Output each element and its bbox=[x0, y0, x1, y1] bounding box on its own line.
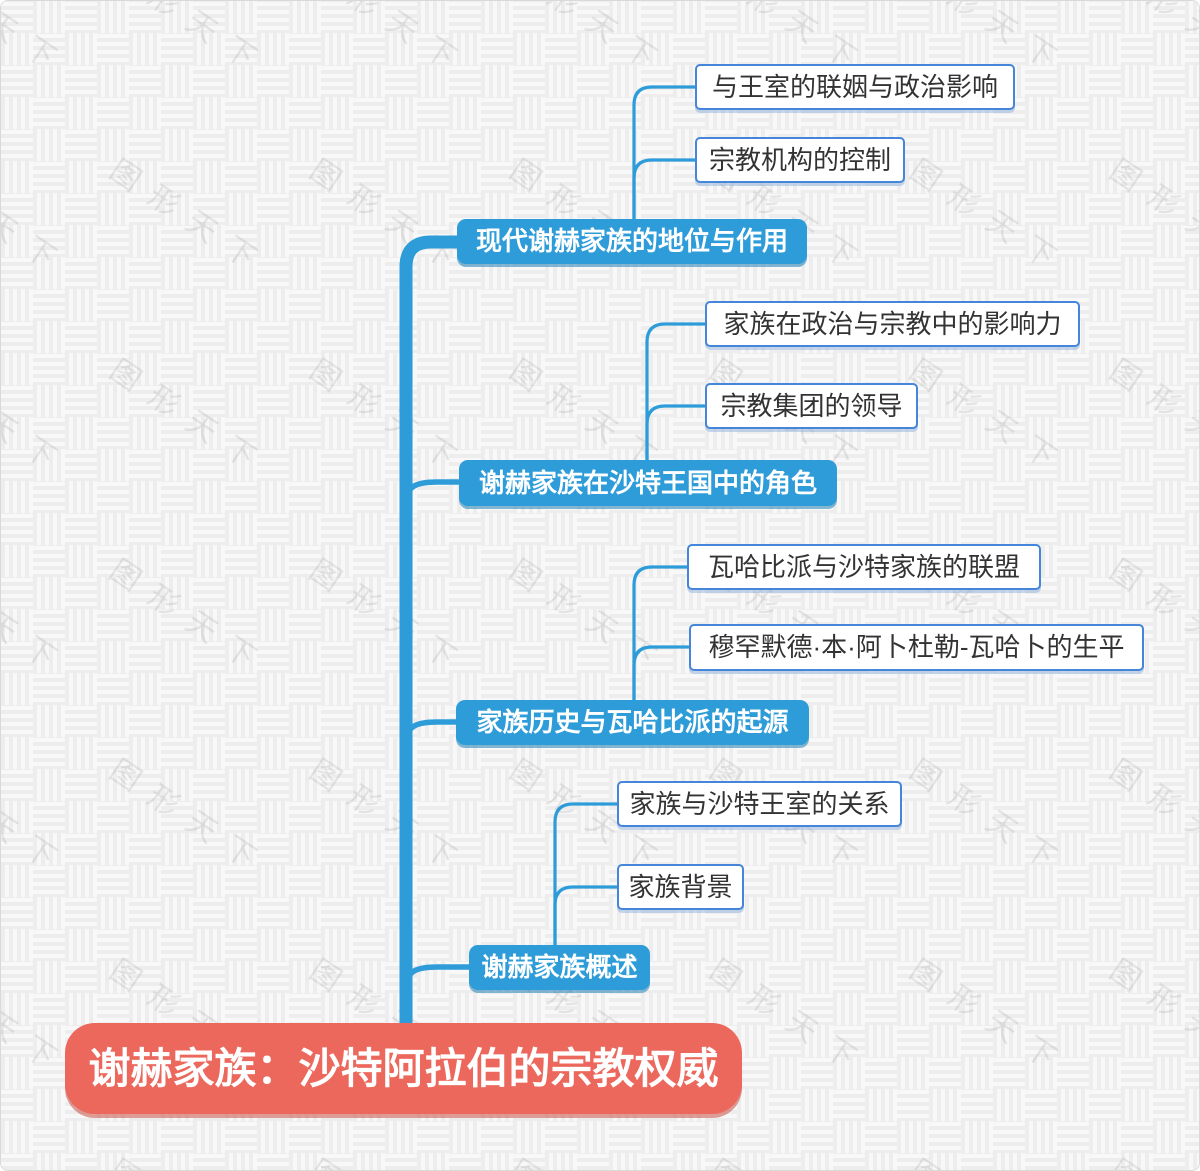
branch-node-history-origins[interactable]: 家族历史与瓦哈比派的起源 bbox=[456, 700, 809, 745]
leaf-node-royal-marriage[interactable]: 与王室的联姻与政治影响 bbox=[695, 64, 1015, 110]
branch-node-modern-status[interactable]: 现代谢赫家族的地位与作用 bbox=[457, 219, 807, 264]
child-connector bbox=[645, 404, 709, 462]
leaf-node-wahhab-biography[interactable]: 穆罕默德·本·阿卜杜勒-瓦哈卜的生平 bbox=[689, 624, 1144, 671]
leaf-node-family-background[interactable]: 家族背景 bbox=[617, 864, 744, 910]
leaf-node-wahhabi-saud-alliance[interactable]: 瓦哈比派与沙特家族的联盟 bbox=[687, 544, 1041, 590]
branch-node-overview[interactable]: 谢赫家族概述 bbox=[469, 945, 650, 990]
branch-connector bbox=[404, 964, 476, 985]
leaf-node-religious-leadership[interactable]: 宗教集团的领导 bbox=[705, 383, 918, 429]
child-connector bbox=[645, 322, 709, 462]
leaf-node-religious-institutions-control[interactable]: 宗教机构的控制 bbox=[695, 137, 905, 183]
branch-node-role-in-kingdom[interactable]: 谢赫家族在沙特王国中的角色 bbox=[459, 460, 837, 506]
root-node-title[interactable]: 谢赫家族：沙特阿拉伯的宗教权威 bbox=[65, 1023, 742, 1114]
child-connector bbox=[553, 885, 621, 947]
child-connector bbox=[632, 158, 699, 223]
branch-connector bbox=[404, 719, 463, 740]
branch-connector bbox=[404, 479, 467, 500]
child-connector bbox=[553, 802, 621, 947]
leaf-node-political-religious-influence[interactable]: 家族在政治与宗教中的影响力 bbox=[705, 301, 1080, 347]
child-connector bbox=[632, 85, 699, 223]
trunk-line bbox=[399, 235, 459, 1036]
child-connector bbox=[632, 565, 691, 702]
leaf-node-family-royal-relations[interactable]: 家族与沙特王室的关系 bbox=[617, 781, 902, 827]
child-connector bbox=[632, 645, 691, 702]
